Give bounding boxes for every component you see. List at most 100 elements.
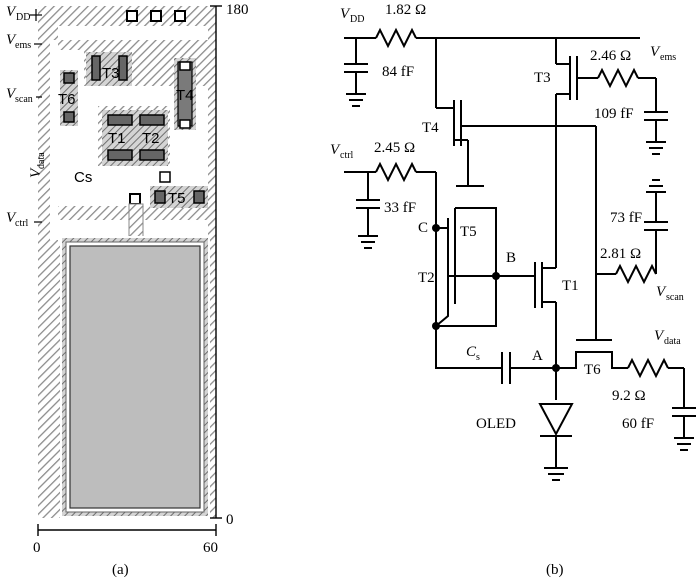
svg-text:ems: ems [15,40,31,51]
schematic-panel: V DD 1.82 Ω 84 fF T3 2.46 Ω V ems [330,2,696,578]
t5-contact [159,171,171,183]
vdd-contact [126,10,138,22]
vdd-contact [174,10,186,22]
t1-contact [107,149,133,161]
t2-label: T2 [418,270,435,286]
x-axis-right-label: 60 [203,540,218,556]
anode-strap [128,203,144,239]
t4-contact [179,61,191,71]
t3-contact [118,55,128,81]
node-b-label: B [506,250,516,266]
vscan-resistor-value: 2.81 Ω [600,246,641,262]
svg-text:V: V [6,210,17,226]
ground-icon [346,93,366,107]
svg-text:V: V [28,167,44,178]
svg-text:V: V [656,284,667,300]
vdd-resistor-value: 1.82 Ω [385,2,426,18]
t5-contact [154,190,166,204]
node-c-label: C [418,220,428,236]
cs-wire [435,326,502,369]
vems-cap-value: 109 fF [594,106,634,122]
svg-text:DD: DD [16,12,30,23]
svg-text:scan: scan [15,94,33,105]
t5-contact [193,190,205,204]
svg-text:ctrl: ctrl [340,150,354,161]
layout-panel: T3 T6 T4 T1 T2 T5 Cs V DD V ems V scan V… [6,2,249,578]
svg-text:C: C [466,344,477,360]
svg-text:V: V [6,4,17,20]
vdd-resistor [375,27,417,49]
layout-vctrl-label: V ctrl [6,210,42,229]
vems-resistor-value: 2.46 Ω [590,48,631,64]
vdata-cap-value: 60 fF [622,416,654,432]
svg-text:scan: scan [666,292,684,303]
t1-contact [107,114,133,126]
vems-source-label: V ems [650,44,676,63]
t2-feedback [436,322,497,327]
t4-contact [179,119,191,129]
ground-icon [674,437,694,451]
t3-contact [91,55,101,81]
y-axis-bottom-label: 0 [226,512,234,528]
svg-text:V: V [654,328,665,344]
svg-text:ems: ems [660,52,676,63]
y-axis-top-label: 180 [226,2,249,18]
layout-vdd-label: V DD [6,4,42,23]
vdata-source-label: V data [654,328,681,347]
ground-icon [646,141,666,155]
vdd-clearance [58,26,208,40]
svg-text:s: s [476,352,480,363]
ground-icon [544,467,568,481]
anode-via [129,193,141,205]
svg-text:DD: DD [350,14,364,25]
t6-label: T6 [584,362,601,378]
t6-channel [556,351,628,369]
layout-caption: (a) [112,562,129,578]
ground-icon [646,179,666,193]
t4-label: T4 [176,87,194,104]
t5-gate-wire [455,207,497,322]
cs-label: C s [466,344,480,363]
svg-text:V: V [6,32,17,48]
vscan-resistor [615,263,657,285]
svg-text:V: V [6,86,17,102]
svg-text:V: V [340,6,351,22]
schematic-caption: (b) [546,562,564,578]
t5-label: T5 [168,190,186,207]
vscan-source-label: V scan [656,284,684,303]
t6-label: T6 [58,91,76,108]
layout-vscan-label: V scan [6,86,42,105]
t2-label: T2 [142,130,160,147]
oled-label: OLED [476,416,516,432]
layout-vems-label: V ems [6,32,42,51]
t3-label: T3 [102,65,120,82]
t1-label: T1 [562,278,579,294]
svg-text:data: data [664,336,681,347]
t2-contact [139,149,165,161]
vdata-resistor-value: 9.2 Ω [612,388,646,404]
vctrl-cap-value: 33 fF [384,200,416,216]
ground-icon [358,235,378,249]
t4-label: T4 [422,120,439,136]
t6-contact [63,72,75,84]
layout-open-area [58,86,208,106]
t5-label: T5 [460,224,477,240]
vdata-gap [50,40,58,240]
vdd-source-label: V DD [340,6,364,25]
t2-contact [139,114,165,126]
vdd-contact [150,10,162,22]
t2-source [435,304,449,327]
cs-label: Cs [74,169,92,186]
t1-label: T1 [108,130,126,147]
svg-text:ctrl: ctrl [15,218,29,229]
vctrl-source-label: V ctrl [330,142,354,161]
svg-text:V: V [650,44,661,60]
vdata-resistor [627,357,669,379]
vctrl-resistor [375,161,417,183]
layout-vdata-label: V data [28,152,47,178]
t6-contact [63,111,75,123]
vscan-cap-value: 73 fF [610,210,642,226]
node-b-dot [492,272,500,280]
t3-label: T3 [534,70,551,86]
